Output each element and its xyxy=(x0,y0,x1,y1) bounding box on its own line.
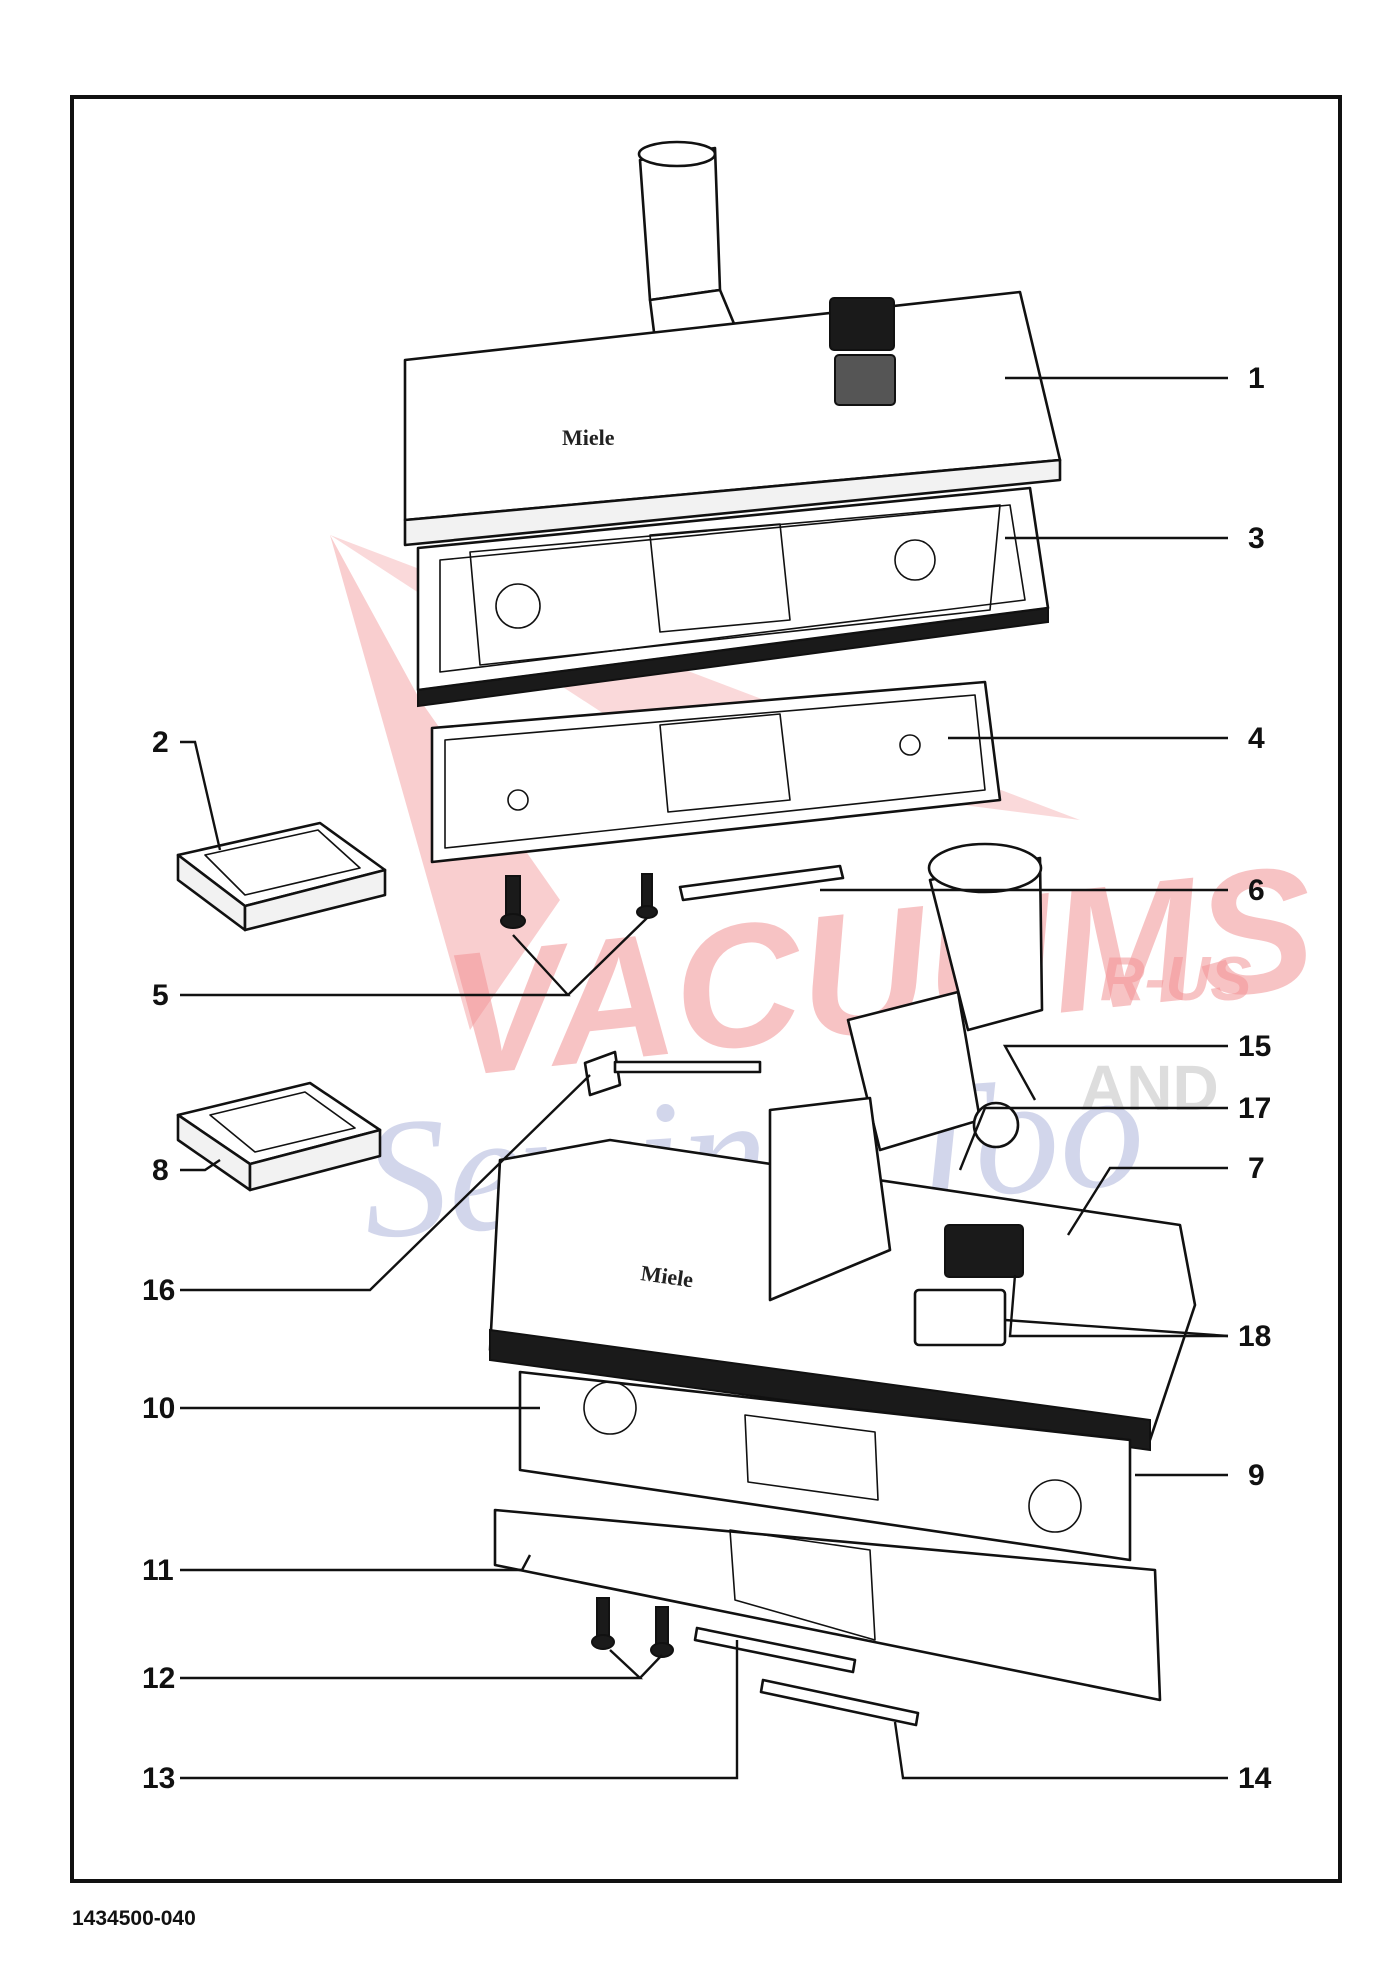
part-2-insert xyxy=(176,821,387,932)
watermark-line-3: AND xyxy=(1080,1052,1219,1124)
callout-5: 5 xyxy=(152,979,169,1012)
part-1-brand-mark: Miele xyxy=(562,425,615,450)
callout-7: 7 xyxy=(1248,1152,1265,1185)
callout-1: 1 xyxy=(1248,362,1265,395)
callout-15: 15 xyxy=(1238,1030,1271,1063)
part-13-pin xyxy=(693,1626,857,1674)
part-1-nozzle-cover: Miele xyxy=(403,140,1062,547)
callout-13: 13 xyxy=(142,1762,175,1795)
callout-4: 4 xyxy=(1248,722,1265,755)
callout-17: 17 xyxy=(1238,1092,1271,1125)
part-14-pin xyxy=(759,1678,920,1727)
drawing-frame xyxy=(70,95,1342,1883)
part-16-axle xyxy=(583,1050,762,1097)
part-12-screws xyxy=(591,1597,674,1658)
watermark-line-2: R-US xyxy=(1100,945,1252,1014)
part-15-tube-joint xyxy=(846,842,1044,1152)
callout-2: 2 xyxy=(152,726,169,759)
callout-6: 6 xyxy=(1248,874,1265,907)
part-8-insert xyxy=(176,1081,382,1192)
callout-16: 16 xyxy=(142,1274,175,1307)
callout-8: 8 xyxy=(152,1154,169,1187)
part-6-pin xyxy=(678,864,845,902)
callout-18: 18 xyxy=(1238,1320,1271,1353)
leader-lines xyxy=(180,376,1229,1780)
callout-11: 11 xyxy=(142,1554,174,1587)
callout-12: 12 xyxy=(142,1662,175,1695)
part-3-sole-frame xyxy=(416,486,1050,708)
callout-10: 10 xyxy=(142,1392,175,1425)
part-5-screws xyxy=(500,873,658,929)
callout-numbers: 1 2 3 4 5 6 7 8 9 10 11 12 13 14 15 16 1… xyxy=(142,362,1272,1795)
callout-9: 9 xyxy=(1248,1459,1265,1492)
part-7-lower-cover: Miele xyxy=(488,1096,1197,1452)
drawing-number: 1434500-040 xyxy=(72,1907,196,1930)
callout-3: 3 xyxy=(1248,522,1265,555)
part-4-sole-plate xyxy=(430,680,1002,864)
part-10-lower-sole-frame xyxy=(518,1370,1132,1562)
callout-14: 14 xyxy=(1238,1762,1272,1795)
part-11-lower-sole-plate xyxy=(493,1508,1162,1702)
